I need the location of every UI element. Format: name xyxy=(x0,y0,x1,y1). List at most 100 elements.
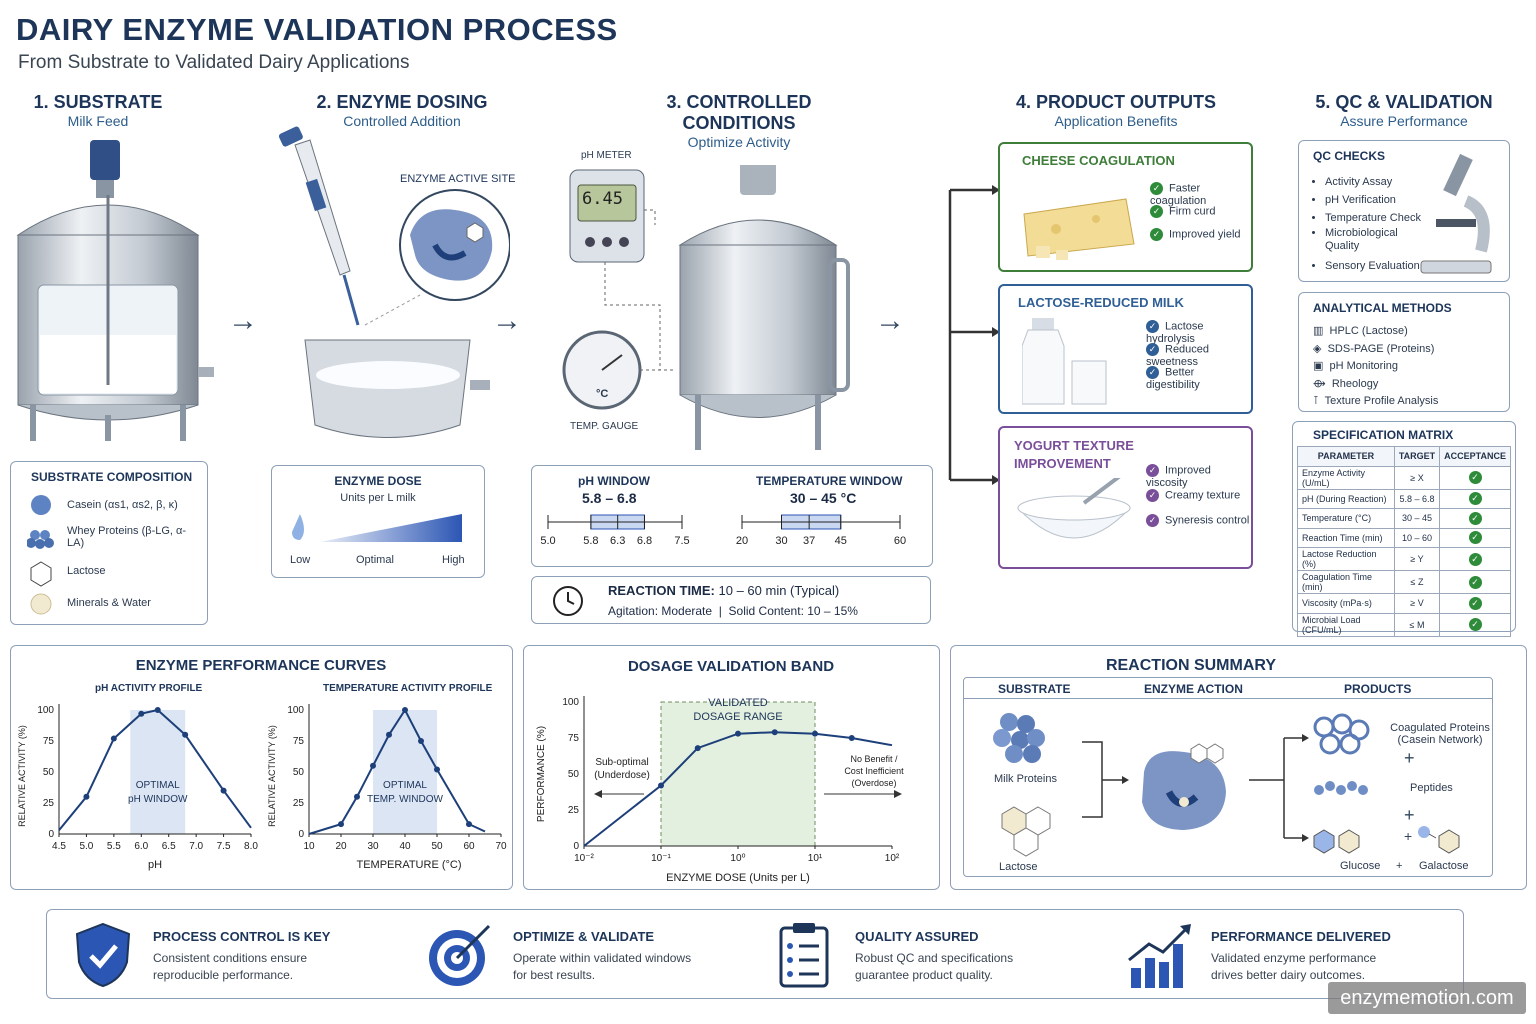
table-row: Viscosity (mPa·s)≥ V✓ xyxy=(1297,593,1511,614)
col-header: PARAMETER xyxy=(1297,446,1395,467)
y-tick-label: 25 xyxy=(568,805,580,816)
flow-arrow-icon: → xyxy=(875,304,905,337)
benefit: Syneresis control xyxy=(1165,514,1250,527)
scale-tick-label: 37 xyxy=(803,535,815,547)
parameter-cell: Reaction Time (min) xyxy=(1297,527,1395,548)
parameter-cell: Temperature (°C) xyxy=(1297,508,1395,529)
scale-tick-label: 30 xyxy=(775,535,787,547)
agitation: Agitation: Moderate xyxy=(608,604,713,618)
peptides-icon xyxy=(1314,781,1368,795)
texture-icon: ⊺ xyxy=(1313,395,1319,407)
scale-tick-label: 7.5 xyxy=(674,535,689,547)
overdose-label: Cost Inefficient xyxy=(844,766,904,776)
substrate-item: Minerals & Water xyxy=(67,597,151,609)
enzyme-icon xyxy=(1142,751,1226,830)
step-title: 5. QC & VALIDATION xyxy=(1315,92,1493,112)
active-site-label: ENZYME ACTIVE SITE xyxy=(400,173,516,185)
x-tick-label: 40 xyxy=(399,841,411,852)
microscope-icon xyxy=(1420,153,1492,274)
check-icon: ✓ xyxy=(1146,489,1159,502)
method: HPLC (Lactose) xyxy=(1329,325,1408,337)
method: Rheology xyxy=(1331,377,1379,390)
band-label: OPTIMAL xyxy=(136,780,180,791)
benefit: Improved viscosity xyxy=(1146,464,1211,489)
acceptance-cell: ✓ xyxy=(1439,547,1511,571)
table-row: Coagulation Time (min)≤ Z✓ xyxy=(1297,570,1511,594)
temp-window-value: 30 – 45 °C xyxy=(790,490,857,506)
plus-sign: + xyxy=(1404,805,1415,825)
overdose-label: No Benefit / xyxy=(850,754,898,764)
x-tick-label: 8.0 xyxy=(244,841,258,852)
data-point xyxy=(771,729,778,736)
benefit: Faster coagulation xyxy=(1150,182,1207,207)
footer-text: Validated enzyme performance drives bett… xyxy=(1211,951,1377,982)
enzyme-dose-panel: ENZYME DOSE Units per L milk Low Optimal… xyxy=(271,465,485,578)
cheese-icon xyxy=(1023,198,1135,260)
reaction-diagram xyxy=(993,713,1460,857)
enzyme-dosing-illustration xyxy=(278,126,510,438)
benefit: Creamy texture xyxy=(1165,489,1241,502)
target-cell: ≥ V xyxy=(1393,593,1441,614)
dose-subtitle: Units per L milk xyxy=(340,492,416,504)
milk-proteins-label: Milk Proteins xyxy=(994,773,1057,785)
x-tick-label: 30 xyxy=(367,841,379,852)
data-point xyxy=(110,735,117,742)
growth-chart-icon xyxy=(1128,924,1191,988)
parameter-cell: Microbial Load (CFU/mL) xyxy=(1297,612,1395,637)
hplc-icon: ▥ xyxy=(1313,325,1324,337)
dose-low-label: Low xyxy=(290,554,311,566)
target-cell: ≤ M xyxy=(1393,612,1441,637)
output-branch-arrows xyxy=(948,185,1000,485)
milk-bottle-icon xyxy=(1022,318,1107,405)
check-icon: ✓ xyxy=(1468,618,1482,631)
benefit: Firm curd xyxy=(1169,205,1216,218)
ph-meter-icon xyxy=(569,169,645,263)
x-tick-label: 5.0 xyxy=(79,841,93,852)
acceptance-cell: ✓ xyxy=(1439,593,1511,614)
output-title: LACTOSE-REDUCED MILK xyxy=(1018,295,1184,310)
dose-high-label: High xyxy=(442,554,465,566)
parameter-cell: Enzyme Activity (U/mL) xyxy=(1297,465,1395,490)
scale-tick-label: 60 xyxy=(894,535,906,547)
scale-tick-label: 5.8 xyxy=(583,535,598,547)
reaction-time-value: 10 – 60 min (Typical) xyxy=(718,583,840,598)
parameter-cell: pH (During Reaction) xyxy=(1297,488,1395,509)
data-point xyxy=(154,707,161,713)
x-tick-label: 10⁻¹ xyxy=(651,853,671,864)
y-tick-label: 75 xyxy=(43,736,55,747)
check-icon: ✓ xyxy=(1150,182,1163,195)
optimal-band xyxy=(373,710,437,834)
lactose-icon xyxy=(30,561,52,587)
footer-title: PERFORMANCE DELIVERED xyxy=(1211,929,1391,944)
data-point xyxy=(354,793,360,800)
parameter-cell: Coagulation Time (min) xyxy=(1297,570,1395,594)
y-tick-label: 50 xyxy=(568,769,580,780)
data-point xyxy=(848,735,855,741)
y-axis-label: PERFORMANCE (%) xyxy=(536,726,547,822)
y-tick-label: 0 xyxy=(48,829,54,840)
ph-icon: ▣ xyxy=(1313,360,1324,372)
check-icon: ✓ xyxy=(1468,596,1482,610)
output-title: CHEESE COAGULATION xyxy=(1022,153,1175,168)
output-title: YOGURT TEXTURE IMPROVEMENT xyxy=(1014,438,1134,471)
gauge-unit: °C xyxy=(596,388,609,400)
performance-curves-panel: ENZYME PERFORMANCE CURVES pH ACTIVITY PR… xyxy=(10,645,513,890)
col-header: TARGET xyxy=(1393,446,1441,467)
casein-icon xyxy=(31,495,51,515)
composition-icons xyxy=(27,495,54,615)
page-subtitle: From Substrate to Validated Dairy Applic… xyxy=(18,52,410,73)
table-row: Microbial Load (CFU/mL)≤ M ✓ xyxy=(1297,612,1511,637)
galactose-icon xyxy=(1418,826,1460,854)
panel-title: ANALYTICAL METHODS xyxy=(1313,301,1452,315)
series-line xyxy=(308,708,486,835)
check-icon: ✓ xyxy=(1468,531,1482,545)
x-tick-label: 10⁰ xyxy=(730,853,745,864)
reaction-time-panel: REACTION TIME: 10 – 60 min (Typical) Agi… xyxy=(531,576,931,624)
dose-title: ENZYME DOSE xyxy=(334,474,422,488)
data-point xyxy=(220,787,227,794)
lactose-label: Lactose xyxy=(999,861,1038,873)
check-icon: ✓ xyxy=(1468,511,1482,525)
